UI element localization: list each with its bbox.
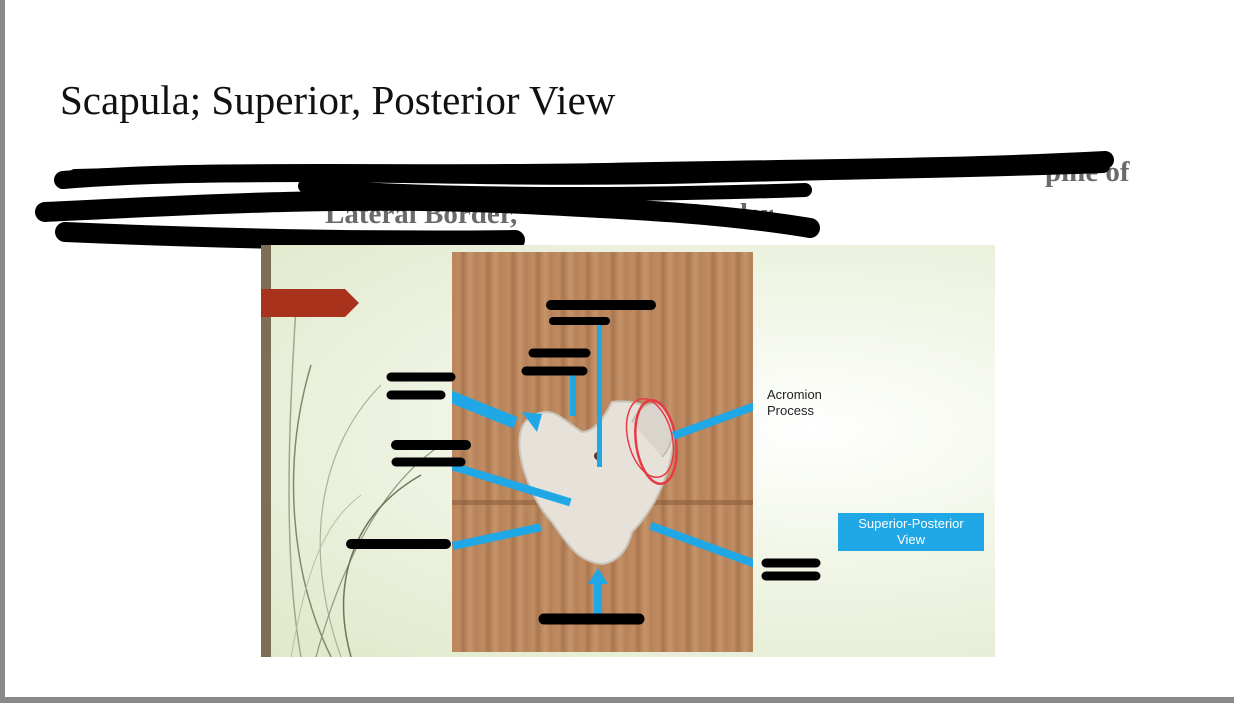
- subtitle-line-2-tail: Border: [685, 198, 774, 230]
- redaction-scribble-top: [35, 151, 1114, 251]
- embedded-slide: Acromion Process Superior-Posterior View: [261, 245, 995, 657]
- acromion-process-label: Acromion Process: [767, 387, 822, 418]
- view-caption-text: Superior-Posterior View: [858, 516, 964, 547]
- slide-accent-arrow: [261, 289, 359, 317]
- document-page: Scapula; Superior, Posterior View pine o…: [5, 0, 1234, 697]
- superior-posterior-view-caption: Superior-Posterior View: [838, 513, 984, 551]
- slide-accent-bar: [261, 245, 271, 657]
- subtitle-line-1-visible: pine of: [1045, 156, 1130, 188]
- page-title: Scapula; Superior, Posterior View: [60, 77, 616, 123]
- scapula-photo: [452, 252, 753, 652]
- grass-decoration: [288, 304, 442, 657]
- subtitle-line-2-fragment: Lateral Border,: [325, 198, 518, 230]
